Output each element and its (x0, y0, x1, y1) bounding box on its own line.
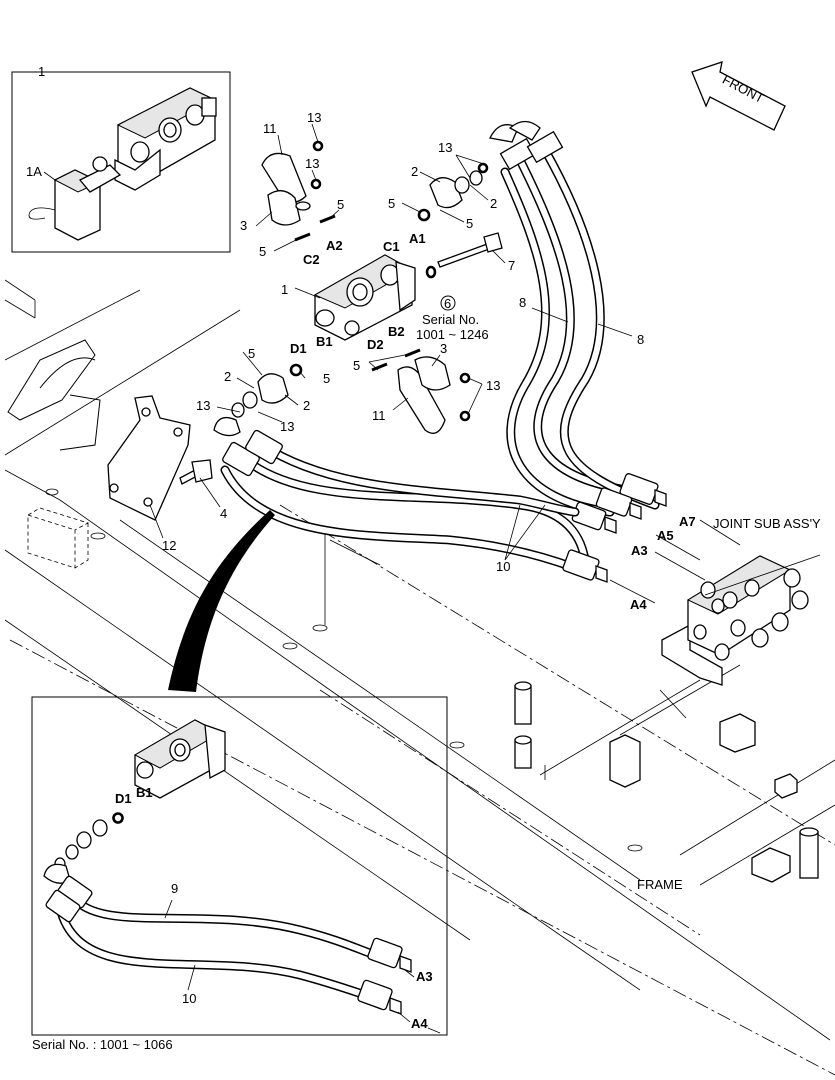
bolt-7 (425, 232, 503, 279)
circled-6: 6 (444, 296, 451, 311)
callout-5-f: 5 (248, 346, 255, 361)
port-d2: D2 (367, 337, 384, 352)
callout-5-d: 5 (466, 216, 473, 231)
callout-2-b: 2 (490, 196, 497, 211)
detail-pointer-arrow (168, 510, 275, 692)
frame-structure (4, 279, 835, 1076)
callout-8-b: 8 (637, 332, 644, 347)
joint-sub-assembly (661, 554, 821, 686)
port-c1: C1 (383, 239, 400, 254)
callout-4: 4 (220, 506, 227, 521)
inset-port-b1: B1 (136, 785, 153, 800)
port-a5: A5 (657, 528, 674, 543)
serial-range-line2: 1001 ~ 1246 (416, 327, 489, 342)
port-a3: A3 (631, 543, 648, 558)
callouts-main: 11 13 13 3 5 5 1 13 2 2 5 5 7 8 8 3 5 11… (162, 110, 644, 574)
joint-sub-assy-label: JOINT SUB ASS'Y (713, 516, 821, 531)
callout-1-inset: 1 (38, 64, 45, 79)
callout-13-f: 13 (280, 419, 294, 434)
callout-8-a: 8 (519, 295, 526, 310)
callout-13-a: 13 (307, 110, 321, 125)
frame-post (514, 681, 819, 879)
callout-12: 12 (162, 538, 176, 553)
serial-note-6: 6 Serial No. 1001 ~ 1246 (416, 295, 489, 342)
port-b2: B2 (388, 324, 405, 339)
fitting-2-left (231, 373, 289, 418)
seal-rings (289, 140, 489, 422)
serial-range-line1: Serial No. (422, 312, 479, 327)
callout-2-c: 2 (224, 369, 231, 384)
callout-2-a: 2 (411, 164, 418, 179)
bracket-12 (107, 395, 191, 521)
callout-3-upper: 3 (240, 218, 247, 233)
port-b1: B1 (316, 334, 333, 349)
callout-10-main: 10 (496, 559, 510, 574)
callout-7: 7 (508, 258, 515, 273)
callout-11-lower: 11 (372, 408, 386, 423)
callout-5-b: 5 (259, 244, 266, 259)
callout-5-c: 5 (388, 196, 395, 211)
port-labels: A2 C1 A1 C2 B2 D2 B1 D1 A7 A5 A3 A4 (290, 231, 696, 612)
callout-13-c: 13 (438, 140, 452, 155)
port-d1: D1 (290, 341, 307, 356)
bolt-4 (179, 459, 213, 485)
valve-block-1 (313, 254, 416, 341)
callout-2-d: 2 (303, 398, 310, 413)
inset-detail-2: D1 B1 9 10 A3 A4 (31, 696, 448, 1036)
port-a2: A2 (326, 238, 343, 253)
port-a4: A4 (630, 597, 647, 612)
hose-8 (489, 120, 667, 534)
port-a1: A1 (409, 231, 426, 246)
callout-13-b: 13 (305, 156, 319, 171)
fitting-11-upper (261, 152, 311, 226)
serial-footer: Serial No. : 1001 ~ 1066 (32, 1037, 173, 1052)
inset-port-a4: A4 (411, 1016, 428, 1031)
inset-port-d1: D1 (115, 791, 132, 806)
fitting-11-lower (397, 356, 451, 434)
callout-13-d: 13 (486, 378, 500, 393)
frame-label: FRAME (637, 877, 683, 892)
inset-port-a3: A3 (416, 969, 433, 984)
callout-5-a: 5 (337, 197, 344, 212)
callout-10-inset: 10 (182, 991, 196, 1006)
inset-detail-1: 1 1A (11, 64, 231, 253)
callout-9: 9 (171, 881, 178, 896)
port-a7: A7 (679, 514, 696, 529)
fitting-2-upper (429, 170, 483, 209)
callout-1-main: 1 (281, 282, 288, 297)
callout-3-lower: 3 (440, 341, 447, 356)
port-c2: C2 (303, 252, 320, 267)
frame-block (609, 713, 798, 883)
hose-10 (213, 416, 608, 583)
callout-5-e: 5 (353, 358, 360, 373)
front-arrow: FRONT (691, 61, 786, 131)
callout-1a: 1A (26, 164, 42, 179)
leader-lines (149, 123, 741, 719)
callout-5-g: 5 (323, 371, 330, 386)
callout-13-e: 13 (196, 398, 210, 413)
callout-11-upper: 11 (263, 121, 277, 136)
